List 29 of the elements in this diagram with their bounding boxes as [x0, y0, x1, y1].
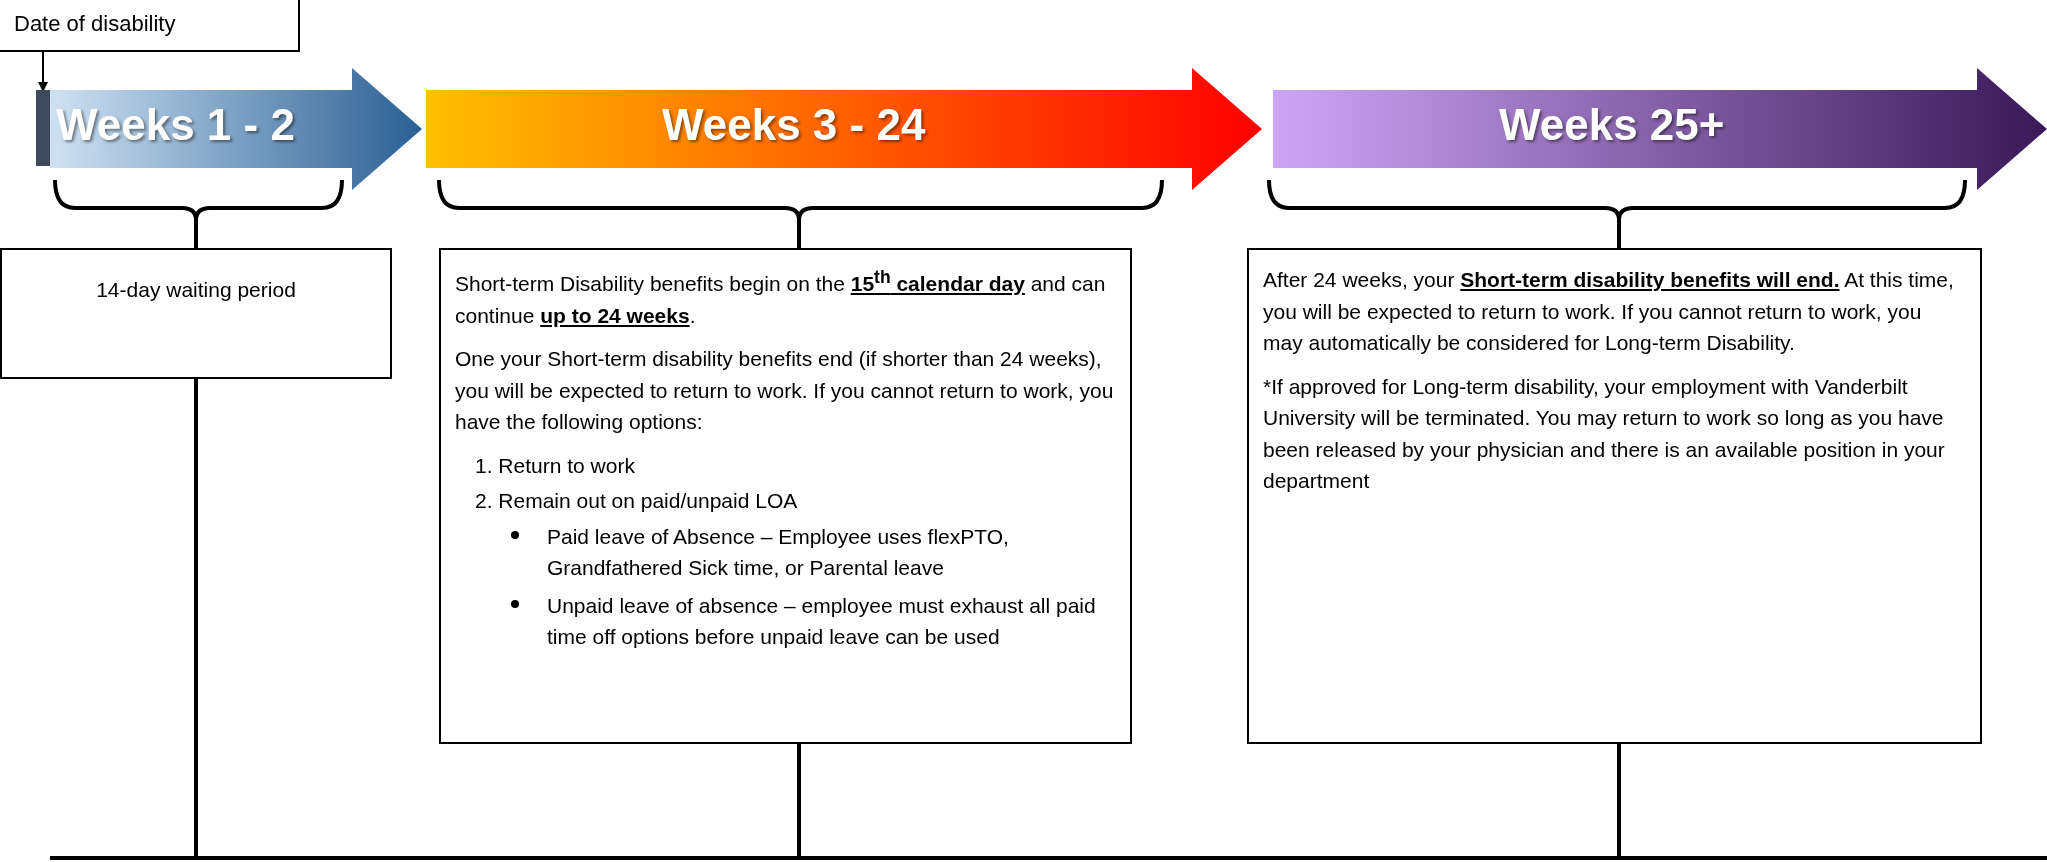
paragraph: Short-term Disability benefits begin on the 15$^{th}$ calendar day and can continue up to 24 weeks.	[455, 266, 1107, 329]
phase-banner	[50, 68, 422, 190]
marker-bar	[36, 90, 50, 166]
list-item: 2. Remain out on paid/unpaid LOA	[475, 488, 799, 514]
text-box	[0, 248, 392, 379]
bracket	[53, 178, 344, 250]
list-item: 1. Return to work	[475, 452, 636, 479]
period-label: Weeks 1 - 2	[56, 100, 295, 150]
phase-banner	[426, 68, 1262, 190]
bracket	[1267, 178, 1967, 250]
text-box	[439, 248, 1132, 744]
bullet-item: Paid leave of Absence – Employee uses flexPTO, Grandfathered Sick time, or Parental leave	[547, 523, 1010, 581]
phase-banner	[1273, 68, 2047, 190]
paragraph: 14-day waiting period	[95, 277, 297, 303]
paragraph: Date of disability	[14, 10, 177, 38]
timeline-baseline	[50, 856, 2047, 860]
timeline-line	[797, 744, 801, 856]
text-box	[0, 0, 300, 52]
period-label: Weeks 25+	[1499, 100, 1725, 150]
timeline-line	[194, 379, 198, 856]
timeline-line	[1617, 744, 1621, 856]
bullet-item: Unpaid leave of absence – employee must exhaust all paid time off options before unpaid leave can be used	[547, 592, 1097, 650]
paragraph: One your Short-term disability benefits end (if shorter than 24 weeks), you will be expected to return to work. If you cannot return to work, you have the following options:	[455, 346, 1115, 435]
arrow	[38, 51, 48, 92]
paragraph: *If approved for Long-term disability, your employment with Vanderbilt University will be terminated. You may return to work so long as you have been released by your physician and there is an available position in your department	[1263, 373, 1946, 494]
text-box	[1247, 248, 1982, 744]
paragraph: After 24 weeks, your Short-term disability benefits will end. At this time, you will be expected to return to work. If you cannot return to work, you may automatically be considered for Long-term Disability.	[1263, 267, 1955, 356]
bracket	[437, 178, 1164, 250]
period-label: Weeks 3 - 24	[662, 100, 926, 150]
